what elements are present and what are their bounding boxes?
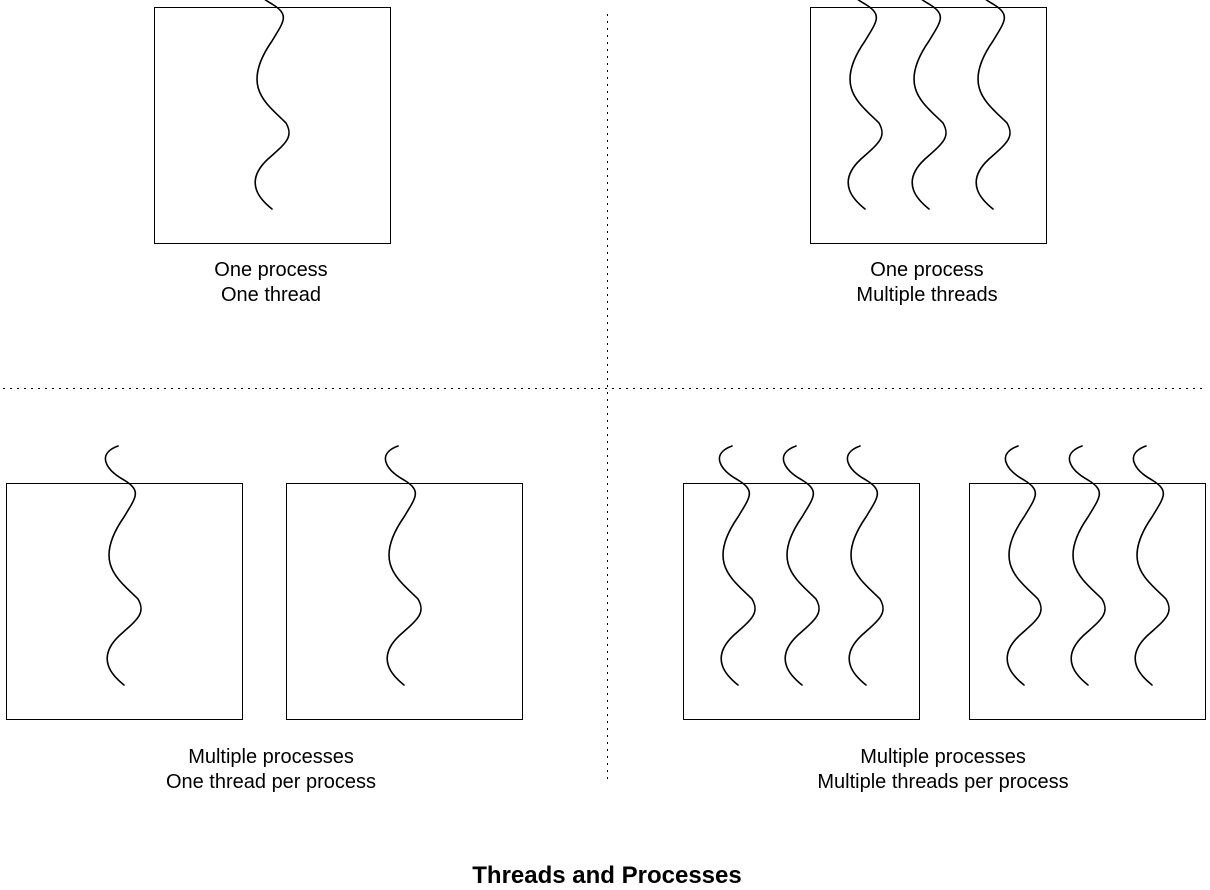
process-box [286, 483, 523, 720]
caption-one-process-multiple-threads: One process Multiple threads [697, 258, 1157, 308]
thread-squiggle [1068, 445, 1106, 686]
caption-line-1: One process [214, 259, 328, 281]
process-box [683, 483, 920, 720]
caption-multiple-processes-one-thread: Multiple processes One thread per proces… [41, 745, 501, 795]
caption-line-2: One thread [220, 284, 322, 306]
thread-squiggle [847, 0, 883, 210]
thread-squiggle [975, 0, 1011, 210]
caption-one-process-one-thread: One process One thread [41, 258, 501, 308]
caption-line-1: Multiple processes [188, 746, 354, 768]
caption-line-2: Multiple threads [856, 284, 998, 306]
thread-squiggle [1132, 445, 1170, 686]
caption-line-2: Multiple threads per process [817, 771, 1069, 793]
diagram-title: Threads and Processes [472, 862, 742, 889]
caption-line-1: One process [870, 259, 984, 281]
thread-squiggle [1004, 445, 1042, 686]
thread-squiggle [782, 445, 820, 686]
process-box [810, 7, 1047, 244]
process-box [154, 7, 391, 244]
thread-squiggle [846, 445, 884, 686]
thread-squiggle [911, 0, 947, 210]
caption-multiple-processes-multiple-threads: Multiple processes Multiple threads per … [713, 745, 1173, 795]
thread-squiggle [254, 0, 290, 210]
thread-squiggle [384, 445, 422, 686]
process-box [6, 483, 243, 720]
thread-squiggle [718, 445, 756, 686]
thread-squiggle [104, 445, 142, 686]
process-box [969, 483, 1206, 720]
caption-line-1: Multiple processes [860, 746, 1026, 768]
caption-line-2: One thread per process [165, 771, 377, 793]
